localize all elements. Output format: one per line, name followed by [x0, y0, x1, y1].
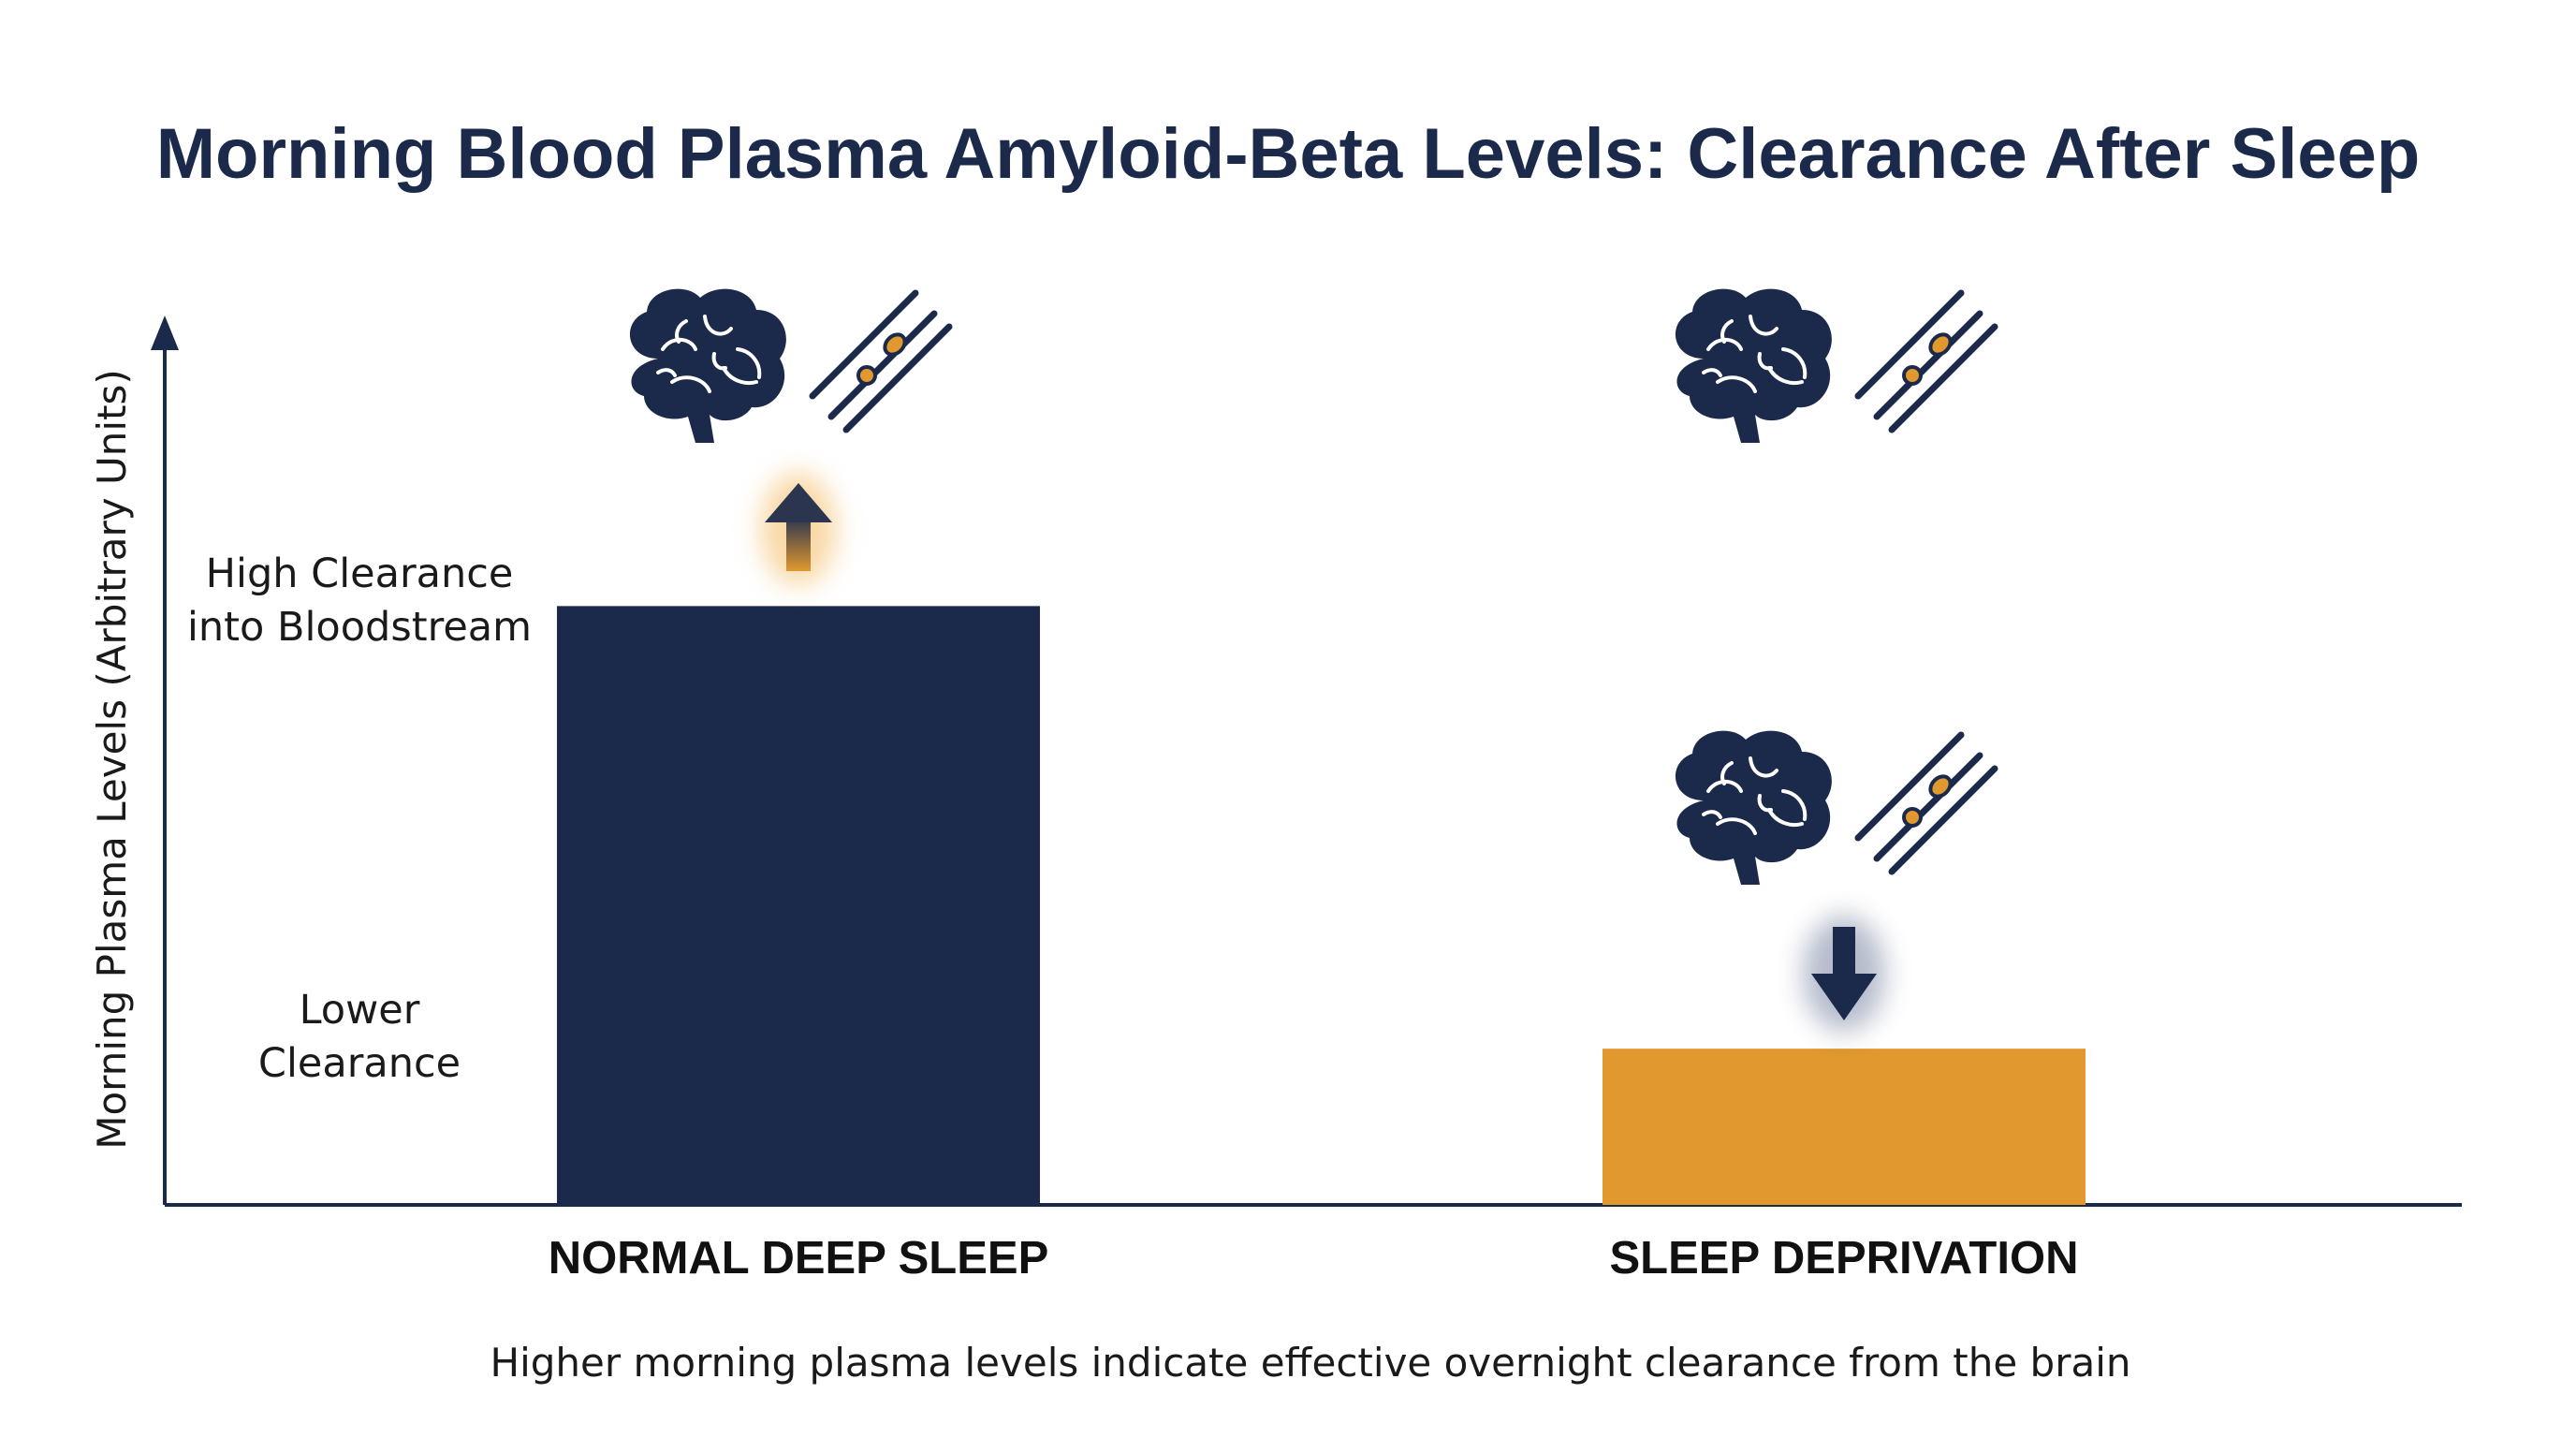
brain-icon: [1673, 728, 1834, 887]
blood-vessel-icon: [1858, 735, 1995, 872]
chart-caption: Higher morning plasma levels indicate ef…: [490, 1340, 2131, 1386]
y-level-label-low-line2: Clearance: [258, 1040, 461, 1087]
bar-sleep-deprivation: [1603, 1049, 2086, 1205]
brain-icon: [627, 286, 788, 445]
x-tick-label-normal-deep-sleep: NORMAL DEEP SLEEP: [549, 1233, 1049, 1284]
blood-vessel-icon: [1858, 293, 1995, 430]
y-level-label-high-line2: into Bloodstream: [187, 604, 532, 651]
y-level-label-low-line1: Lower: [300, 987, 420, 1034]
y-level-label-high-line1: High Clearance: [206, 550, 514, 597]
arrow-up-icon: [761, 473, 836, 585]
blood-vessel-icon: [812, 293, 949, 430]
brain-icon: [1673, 286, 1834, 445]
y-axis-arrowhead: [151, 315, 179, 350]
bar-normal-deep-sleep: [557, 606, 1040, 1205]
y-axis-label: Morning Plasma Levels (Arbitrary Units): [89, 369, 135, 1150]
arrow-down-icon: [1803, 916, 1885, 1032]
chart-title: Morning Blood Plasma Amyloid-Beta Levels…: [156, 114, 2421, 194]
x-tick-label-sleep-deprivation: SLEEP DEPRIVATION: [1610, 1233, 2079, 1284]
